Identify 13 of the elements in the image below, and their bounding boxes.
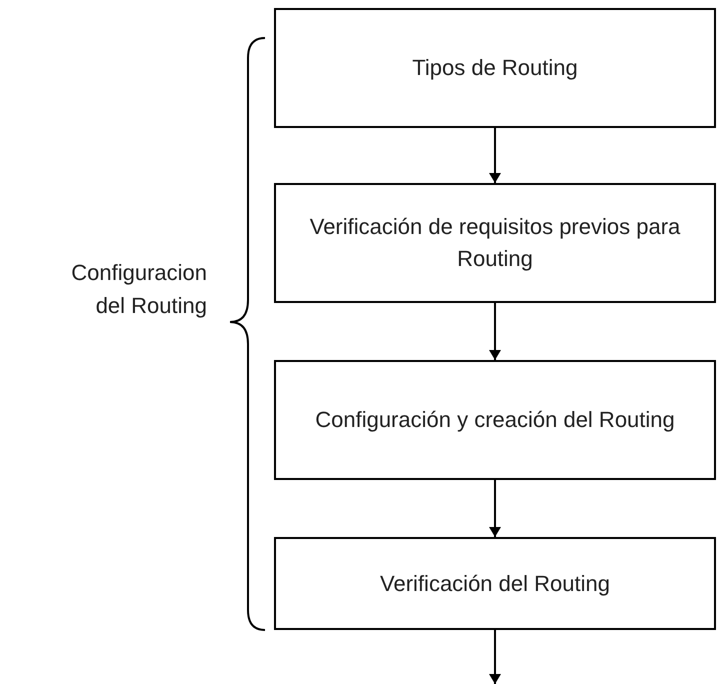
process-box — [274, 8, 716, 128]
brace-label: Configuracion del Routing — [71, 259, 207, 320]
arrow — [489, 303, 501, 360]
arrow — [489, 480, 501, 537]
box-text: Configuración y creación del Routing — [314, 406, 676, 434]
process-box — [274, 537, 716, 630]
process-box — [274, 360, 716, 480]
arrow — [489, 128, 501, 183]
box-text: Verificación del Routing — [379, 570, 611, 598]
box-text: Tipos de Routing — [411, 54, 579, 82]
arrow — [489, 630, 501, 684]
process-box — [274, 183, 716, 303]
box-text: Verificación de requisitos previos para Routing — [308, 213, 682, 273]
